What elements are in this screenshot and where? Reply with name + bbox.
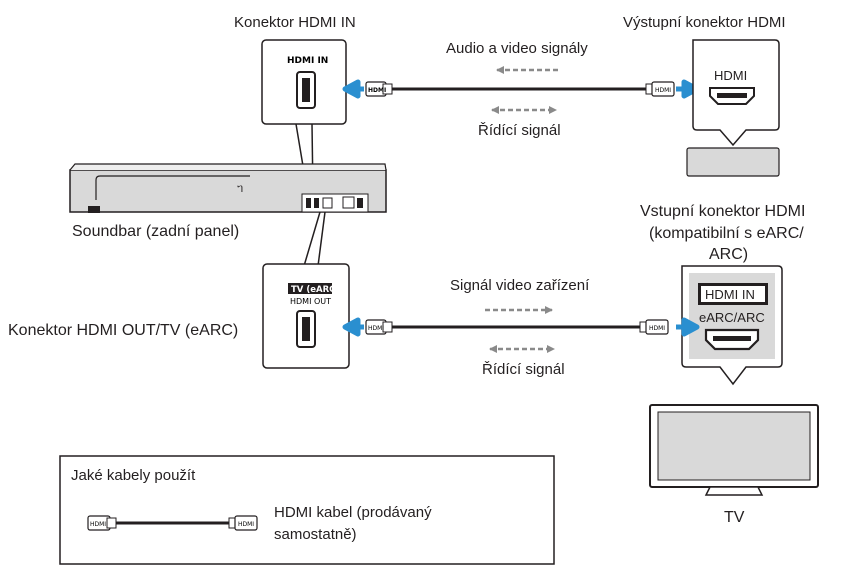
input-hdmi-title-line3: ARC) [709,246,748,263]
top-left-plug-text: HDMI [368,87,386,94]
top-control-signal-label: Řídící signál [478,122,561,139]
bottom-left-plug-text: HDMI [368,325,384,332]
tv-icon [649,404,819,496]
bottom-hdmi-cable: HDMI HDMI [365,319,669,335]
output-hdmi-title: Výstupní konektor HDMI [623,14,786,31]
source-hdmi-label: HDMI [714,68,747,83]
top-left-blue-arrow [342,79,364,99]
video-signal-label: Signál video zařízení [450,277,590,294]
bottom-right-blue-arrow [676,317,700,337]
hdmi-out-tv-title: Konektor HDMI OUT/TV (eARC) [8,322,238,339]
soundbar-hole-icon: ᥐ [237,181,243,195]
tv-input-panel: HDMI IN eARC/ARC [681,265,783,386]
audio-video-signals-label: Audio a video signály [446,40,588,57]
legend-title: Jaké kabely použít [71,467,196,484]
tv-earc-panel: TV (eARC) HDMI OUT [262,211,350,369]
legend-cable-line1: HDMI kabel (prodávaný [274,504,432,521]
top-right-blue-arrow [676,79,700,99]
top-hdmi-cable: HDMI HDMI [365,81,675,97]
legend-cable-line2: samostatně) [274,526,357,543]
hdmi-out-panel-label: HDMI OUT [290,297,331,306]
input-hdmi-title-line2: (kompatibilní s eARC/ [649,225,804,242]
tv-label: TV [724,509,745,526]
tv-earc-arc-label: eARC/ARC [699,310,765,325]
input-hdmi-title-line1: Vstupní konektor HDMI [640,203,805,220]
tv-earc-panel-label: TV (eARC) [291,285,339,295]
bottom-left-blue-arrow [342,317,364,337]
legend-box: Jaké kabely použít HDMI HDMI HDMI kabel … [59,455,555,565]
hdmi-in-connector-title: Konektor HDMI IN [234,14,356,31]
tv-hdmi-in-label: HDMI IN [705,287,755,302]
legend-left-plug-text: HDMI [90,521,106,528]
soundbar-rear-panel: ᥐ [69,163,387,213]
hdmi-in-panel-label: HDMI IN [287,56,328,66]
legend-right-plug-text: HDMI [238,521,254,528]
source-device-box [686,147,780,177]
soundbar-rear-label: Soundbar (zadní panel) [72,223,239,240]
source-device-panel: HDMI [692,39,780,147]
bottom-control-signal-label: Řídící signál [482,361,565,378]
top-right-plug-text: HDMI [655,87,671,94]
bottom-right-plug-text: HDMI [649,325,665,332]
hdmi-in-panel: HDMI IN [261,39,347,197]
